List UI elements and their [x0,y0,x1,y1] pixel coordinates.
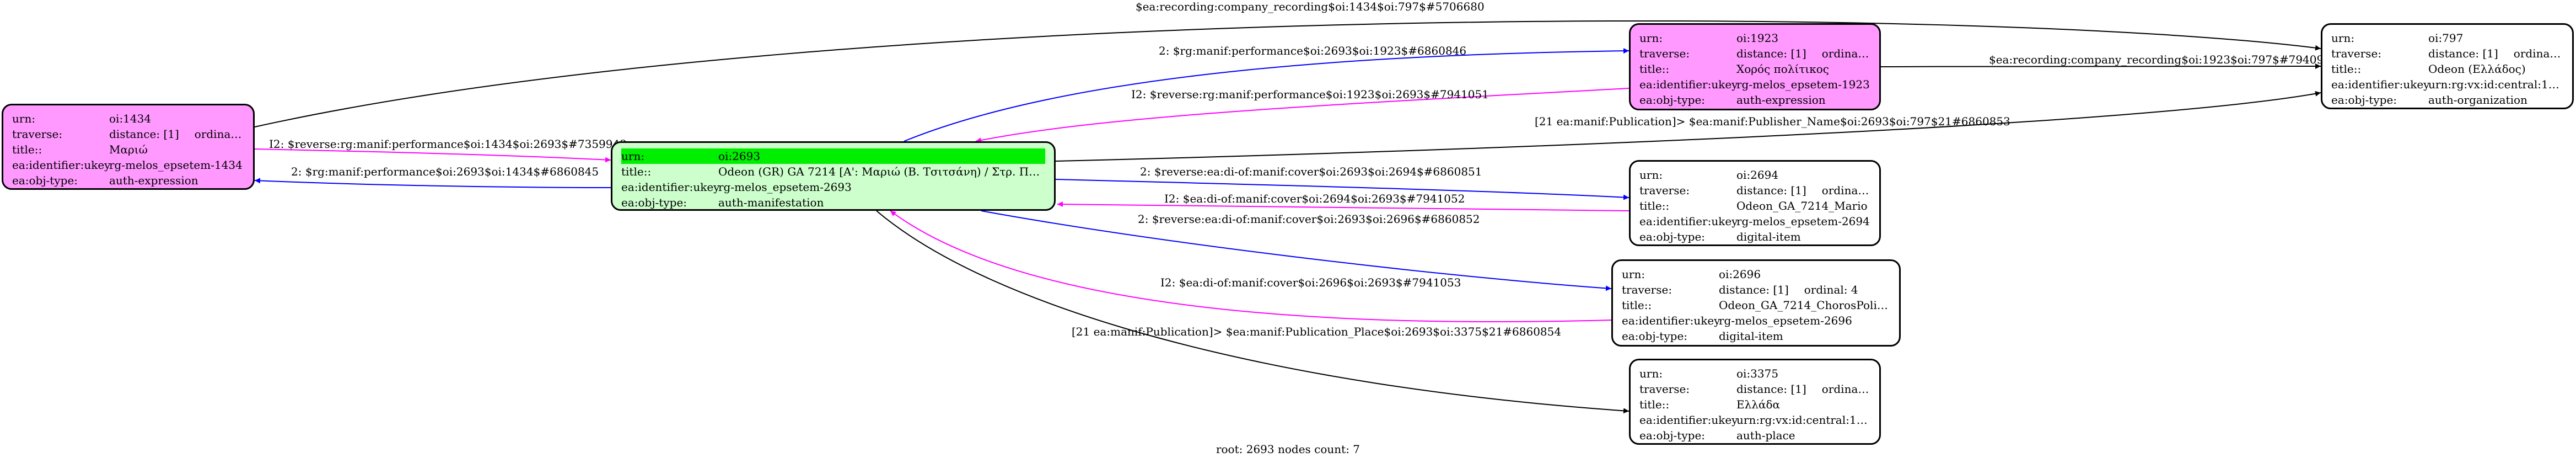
edge-label-1434-797: $ea:recording:company_recording$oi:1434$… [1136,0,1485,13]
graph-footer: root: 2693 nodes count: 7 [1216,443,1360,456]
node-row-type: ea:obj-type:auth-manifestation [621,196,824,209]
node-row-title: title::Odeon_GA_7214_ChorosPolitikos [1622,299,1890,312]
edge-label-2693-1923: 2: $rg:manif:performance$oi:2693$oi:1923… [1159,44,1466,57]
node-row-type: ea:obj-type:auth-place [1639,429,1795,442]
node-row-traverse: traverse:distance: [1]ordinal: 3 [1639,184,1870,197]
edge-label-2696-2693: I2: $ea:di-of:manif:cover$oi:2696$oi:269… [1160,276,1461,289]
edge-label-2693-2696: 2: $reverse:ea:di-of:manif:cover$oi:2693… [1138,212,1480,226]
edge-2694-to-2693 [1057,201,1630,211]
edge-label-2694-2693: I2: $ea:di-of:manif:cover$oi:2694$oi:269… [1164,192,1465,205]
node-row-urn: urn:oi:1434 [12,112,152,125]
node-row-urn: urn:oi:2693 [621,148,1045,164]
node-oi-1434[interactable]: urn:oi:1434 traverse:distance: [1]ordina… [2,104,255,190]
node-row-traverse: traverse:distance: [1]ordinal: 1 [12,127,244,141]
node-oi-3375[interactable]: urn:oi:3375 traverse:distance: [1]ordina… [1629,359,1881,445]
node-row-title: title::Χορός πολίτικος [1639,62,1829,76]
edge-2693-to-1923 [904,48,1630,142]
edge-label-2693-2694: 2: $reverse:ea:di-of:manif:cover$oi:2693… [1140,165,1482,178]
node-row-title: title::Ελλάδα [1639,398,1781,411]
edge-2696-to-2693 [890,210,1612,323]
edge-label-2693-797: [21 ea:manif:Publication]> $ea:manif:Pub… [1535,115,2010,128]
node-row-type: ea:obj-type:digital-item [1639,230,1801,243]
node-oi-2696[interactable]: urn:oi:2696 traverse:distance: [1]ordina… [1611,259,1901,347]
node-row-urn: urn:oi:2696 [1622,268,1761,281]
edge-label-2693-1434: 2: $rg:manif:performance$oi:2693$oi:1434… [291,165,599,178]
edge-1434-to-2693 [254,148,611,163]
node-row-traverse: traverse:distance: [1]ordinal: 2 [1639,47,1870,60]
node-row-urn: urn:oi:797 [2331,31,2464,45]
node-row-type: ea:obj-type:digital-item [1622,329,1783,343]
edge-1434-to-797 [254,20,2321,127]
edge-2693-to-1434 [254,178,611,188]
node-row-urn: urn:oi:1923 [1639,31,1779,45]
node-oi-2693[interactable]: urn:oi:2693 title::Odeon (GR) GA 7214 [Α… [611,141,1056,211]
node-oi-1923[interactable]: urn:oi:1923 traverse:distance: [1]ordina… [1629,23,1881,110]
node-row-traverse: traverse:distance: [1]ordinal: 6 [1639,382,1870,396]
node-row-title: title::Odeon (GR) GA 7214 [Α': Μαριώ (Β.… [621,165,1045,178]
node-oi-2694[interactable]: urn:oi:2694 traverse:distance: [1]ordina… [1629,160,1881,246]
node-row-title: title::Μαριώ [12,143,148,156]
node-row-urn: urn:oi:2694 [1639,168,1779,182]
edge-2693-to-797 [1055,91,2321,162]
node-row-type: ea:obj-type:auth-expression [12,174,198,187]
node-row-traverse: traverse:distance: [1]ordinal: 4 [1622,283,1858,296]
edge-2693-to-2694 [1055,179,1630,200]
edge-label-1434-2693: I2: $reverse:rg:manif:performance$oi:143… [269,137,627,151]
node-row-urn: urn:oi:3375 [1639,367,1779,380]
edge-2693-to-2696 [981,210,1612,291]
edge-label-1923-797: $ea:recording:company_recording$oi:1923$… [1989,53,2338,66]
edge-1923-to-797 [1880,63,2321,70]
edge-label-2693-3375: [21 ea:manif:Publication]> $ea:manif:Pub… [1072,325,1561,338]
node-row-traverse: traverse:distance: [1]ordinal: 5 [2331,47,2563,60]
edge-label-1923-2693: I2: $reverse:rg:manif:performance$oi:192… [1131,88,1489,101]
edge-1923-to-2693 [975,88,1630,143]
node-row-type: ea:obj-type:auth-organization [2331,93,2527,107]
node-oi-797[interactable]: urn:oi:797 traverse:distance: [1]ordinal… [2321,23,2574,109]
edge-2693-to-3375 [876,210,1630,414]
node-row-title: title::Odeon (Ελλάδος) [2331,62,2526,76]
node-row-title: title::Odeon_GA_7214_Mario [1639,199,1868,212]
node-row-type: ea:obj-type:auth-expression [1639,93,1826,107]
